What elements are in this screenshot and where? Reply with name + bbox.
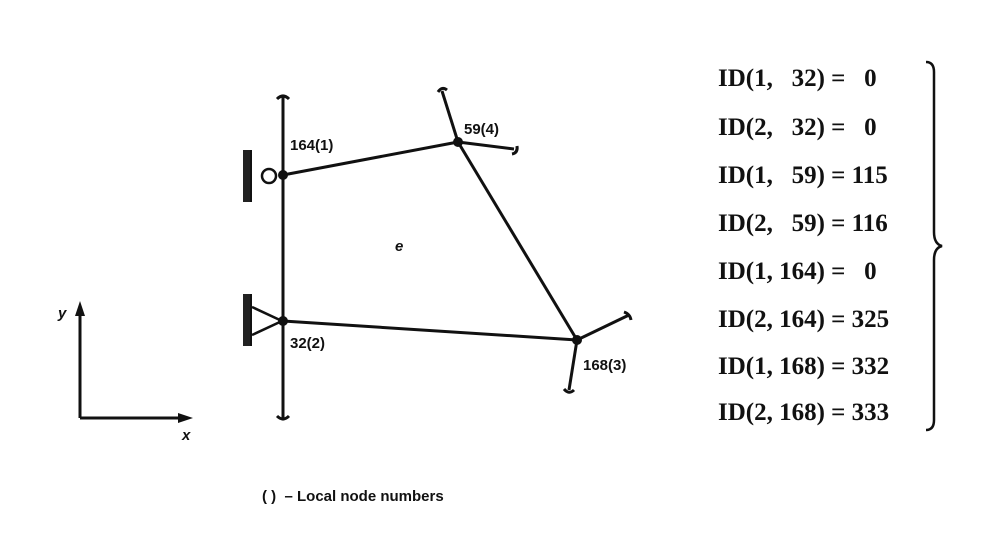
node-label-32: 32(2) xyxy=(290,335,325,352)
node-32 xyxy=(278,316,288,326)
element-label: e xyxy=(395,238,403,255)
node-59 xyxy=(453,137,463,147)
id-equation: ID(1, 164) = 0 xyxy=(718,258,877,285)
y-axis-label: y xyxy=(57,305,67,322)
node-168 xyxy=(572,335,582,345)
legend-text: ( ) – Local node numbers xyxy=(262,488,444,505)
vertical-member xyxy=(275,94,291,421)
id-equation: ID(2, 168) = 333 xyxy=(718,399,889,426)
coordinate-axes xyxy=(75,301,193,423)
id-equation: ID(1, 32) = 0 xyxy=(718,65,877,92)
id-equation: ID(1, 168) = 332 xyxy=(718,353,889,380)
nodes xyxy=(278,137,582,345)
id-equation: ID(1, 59) = 115 xyxy=(718,162,888,189)
id-equation-list: ID(1, 32) = 0 ID(2, 32) = 0 ID(1, 59) = … xyxy=(718,65,889,426)
x-axis-label: x xyxy=(181,427,191,444)
node-164 xyxy=(278,170,288,180)
adjacent-element-stubs xyxy=(436,86,633,394)
id-equation: ID(2, 164) = 325 xyxy=(718,306,889,333)
id-equation: ID(2, 59) = 116 xyxy=(718,210,888,237)
right-brace xyxy=(925,60,943,432)
node-label-59: 59(4) xyxy=(464,121,499,138)
element-edges xyxy=(282,140,579,342)
node-label-164: 164(1) xyxy=(290,137,333,154)
pin-support xyxy=(243,294,285,346)
node-label-168: 168(3) xyxy=(583,357,626,374)
roller-support xyxy=(243,150,278,202)
id-equation: ID(2, 32) = 0 xyxy=(718,114,877,141)
